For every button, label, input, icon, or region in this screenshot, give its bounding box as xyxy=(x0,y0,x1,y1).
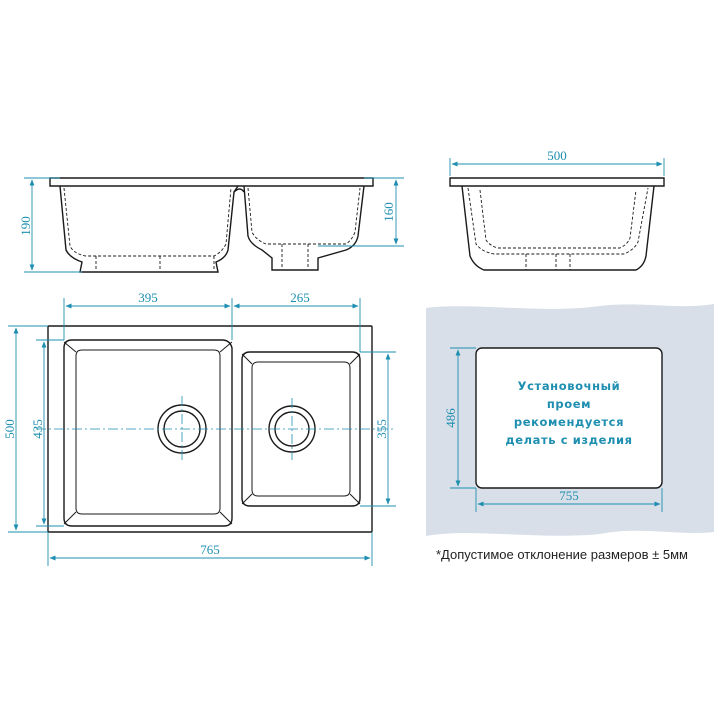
front-view-right-bowl xyxy=(243,185,365,271)
cutout-text-line-2: проем xyxy=(547,397,591,411)
side-view-dimensions xyxy=(449,158,665,176)
top-view-center-lines xyxy=(36,396,394,462)
front-view-left-bowl xyxy=(59,185,239,273)
cutout-width-label: 755 xyxy=(559,488,579,503)
cutout-text-line-1: Установочный xyxy=(518,379,621,393)
top-view-outline xyxy=(47,325,373,533)
left-bowl-depth-label: 435 xyxy=(30,419,45,439)
side-view-rim xyxy=(449,177,665,187)
right-bowl-depth-label: 355 xyxy=(374,419,389,439)
front-view-divider xyxy=(233,188,245,193)
front-height-left-label: 190 xyxy=(18,216,33,236)
overall-depth-label: 500 xyxy=(2,419,17,439)
cutout-text-line-3: рекомендуется xyxy=(514,415,624,429)
side-width-label: 500 xyxy=(547,148,567,163)
overall-width-label: 765 xyxy=(200,542,220,557)
front-view xyxy=(49,177,374,273)
side-view xyxy=(449,177,665,271)
cutout-opening xyxy=(475,347,663,489)
cutout-dimensions xyxy=(450,347,663,512)
right-bowl-width-label: 265 xyxy=(290,290,310,305)
cutout-text-line-4: делать с изделия xyxy=(505,433,632,447)
left-bowl-width-label: 395 xyxy=(138,290,158,305)
side-view-bowl xyxy=(461,185,655,271)
tolerance-note: *Допустимое отклонение размеров ± 5мм xyxy=(436,547,688,562)
front-view-rim xyxy=(49,177,374,187)
top-view-right-bowl xyxy=(241,351,361,507)
front-view-dimensions xyxy=(24,177,404,273)
top-view-left-bowl xyxy=(63,339,233,527)
cutout-height-label: 486 xyxy=(443,408,458,428)
top-view-dimensions xyxy=(8,298,396,566)
front-height-right-label: 160 xyxy=(381,202,396,222)
